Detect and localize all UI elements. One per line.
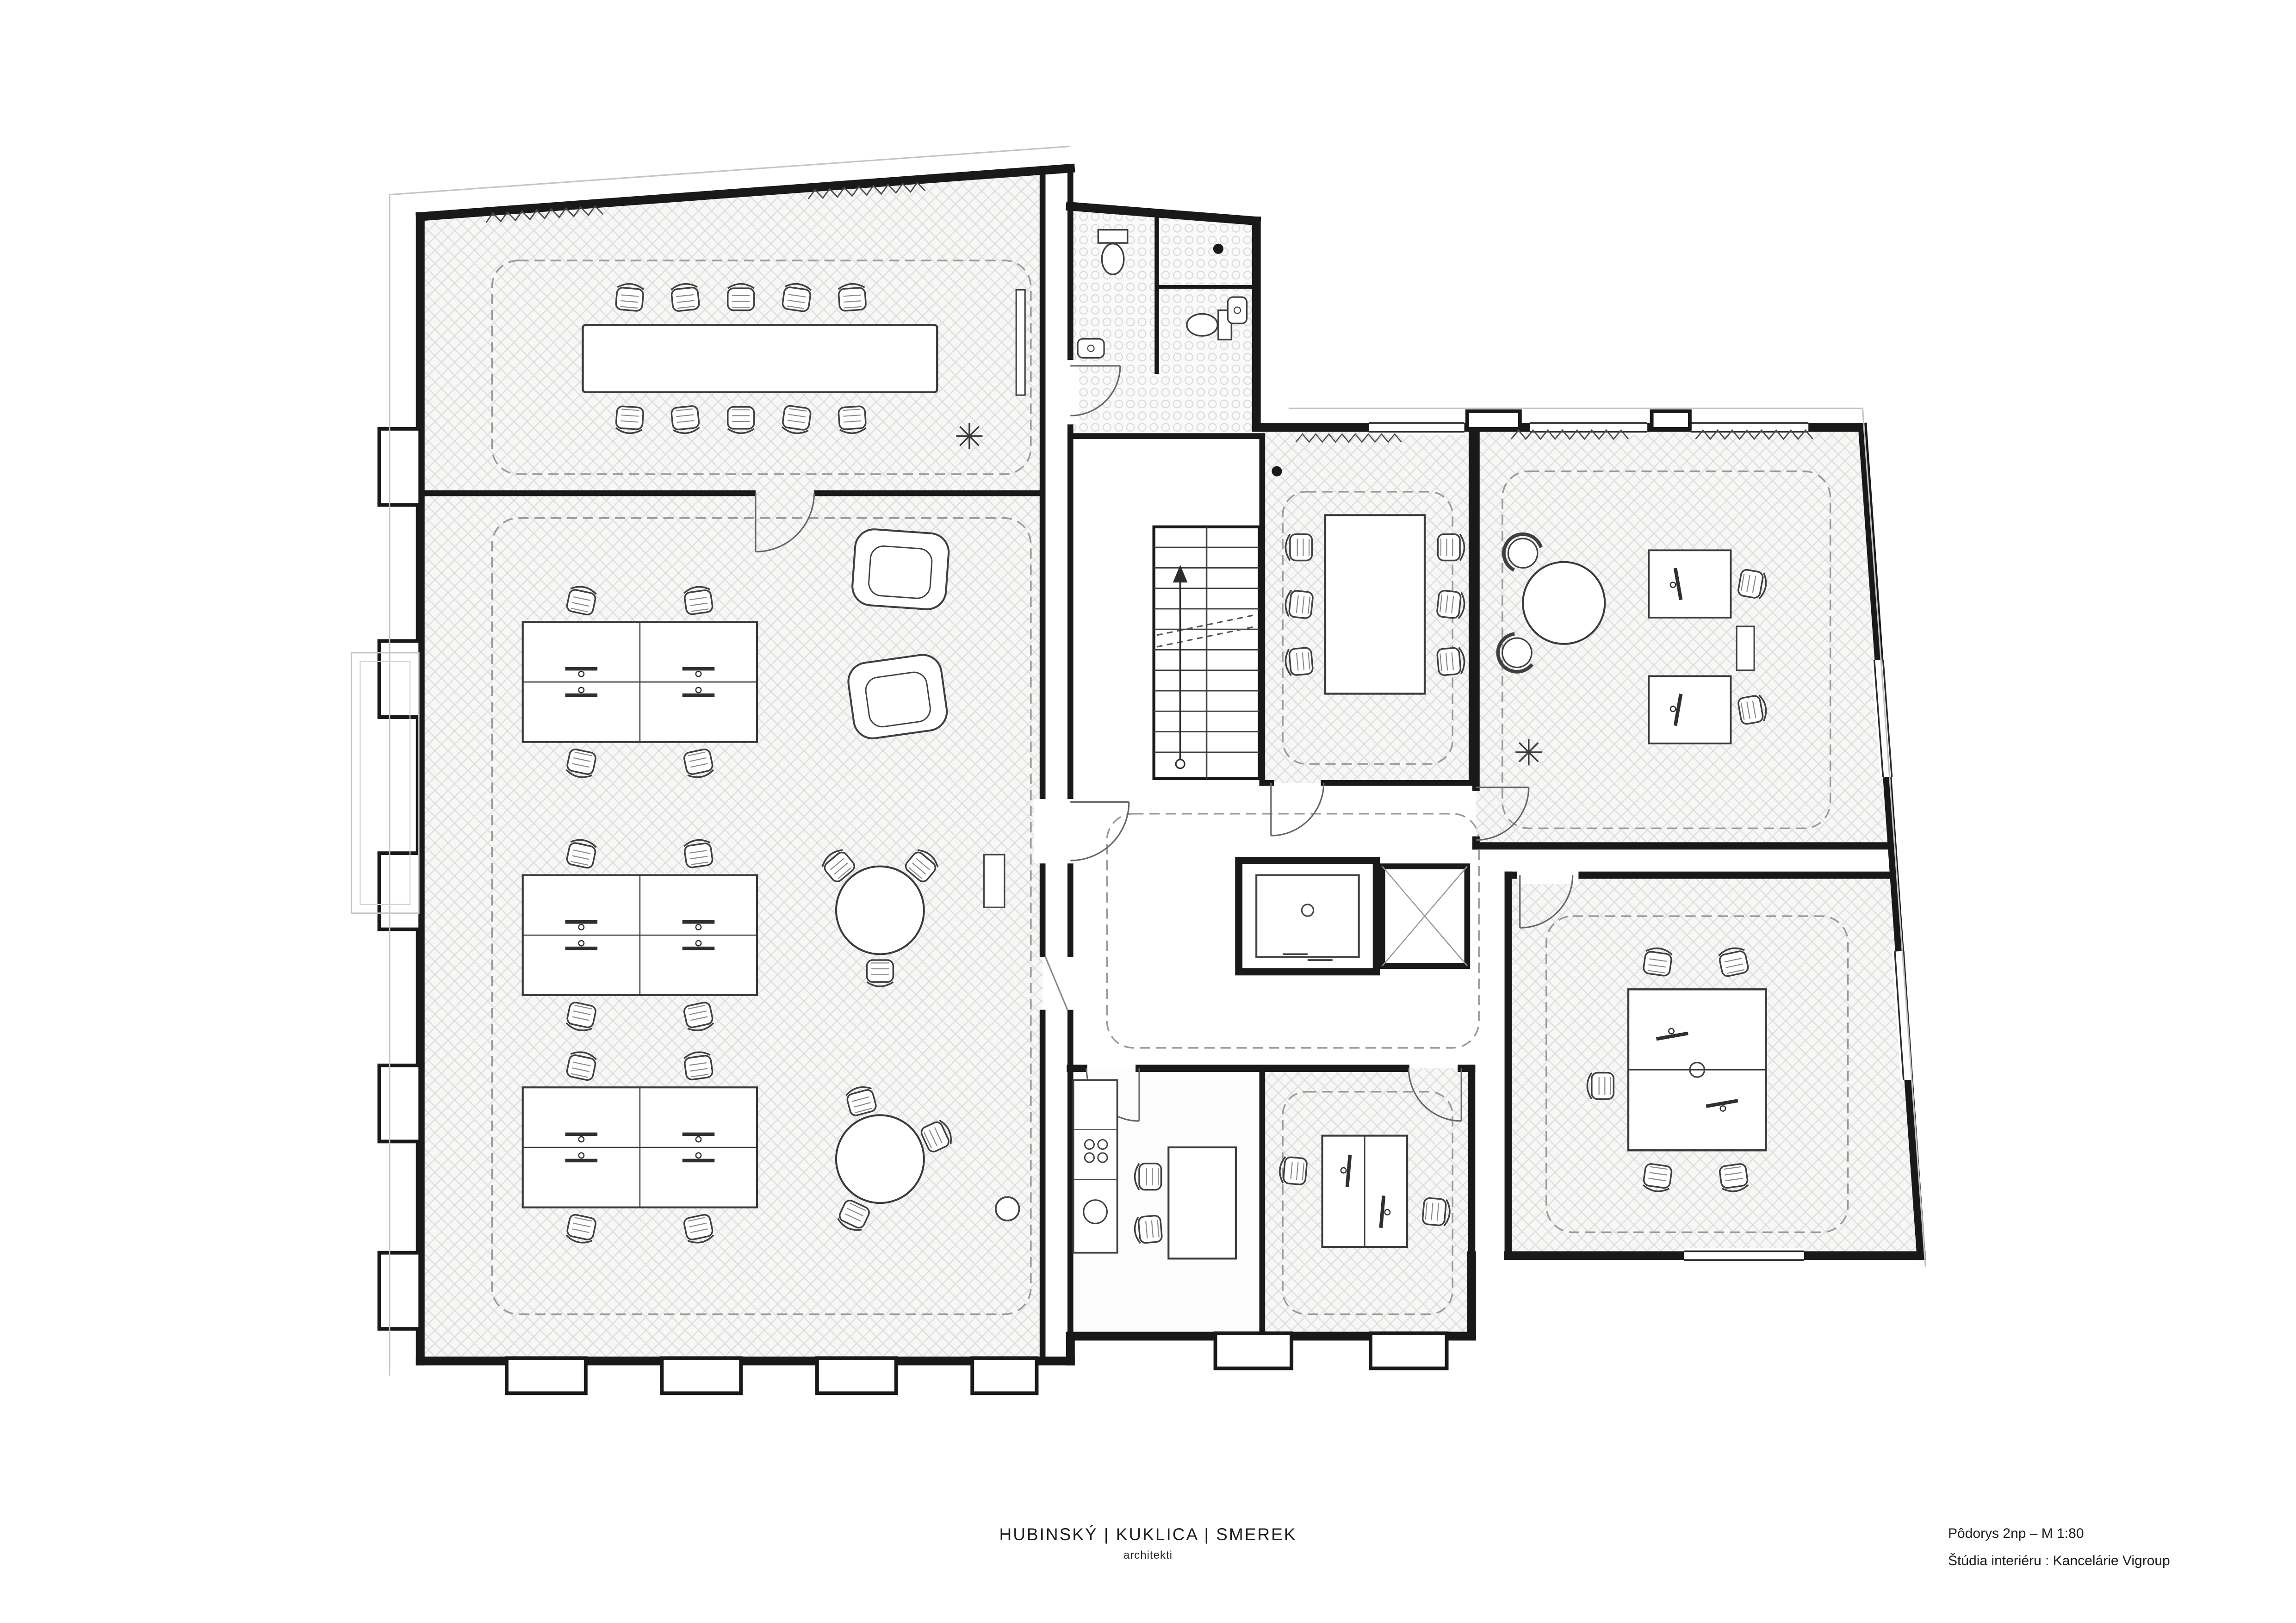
open-office-furniture [523,528,1020,1253]
pendant-light-icon [1689,1061,1706,1078]
door-toilets [1061,360,1121,425]
ceiling-symbol-icon [1514,738,1543,767]
desk [1648,549,1732,619]
door-meeting-room [1270,783,1325,836]
column [994,1196,1020,1222]
meeting-room-furniture [1283,433,1467,695]
architects-subtitle: architekti [1123,1549,1173,1561]
cabinet [983,854,1005,908]
desk [1648,675,1732,744]
armchair [846,652,949,741]
balcony-outline [350,652,420,914]
survey-outline [389,145,1071,1376]
drain-dot [1213,243,1223,254]
drawing-title: Pôdorys 2np – M 1:80 [1948,1526,2084,1541]
survey-outline [1288,407,1926,1268]
stair-direction-arrow [1173,564,1188,582]
zone-hall [1106,813,1480,1049]
annotations [350,145,1926,1376]
top-right-office-furniture [1491,429,1814,767]
cooktop-icon [1084,1139,1108,1163]
conference-table [582,324,938,393]
meeting-table [1324,514,1426,695]
windows [1369,420,1916,1263]
sink-icon [1083,1199,1108,1225]
architects-names: HUBINSKÝ | KUKLICA | SMEREK [999,1525,1297,1544]
door-top-right-office [1476,787,1530,841]
stairs [1152,525,1261,780]
door-open-office-hall [1034,799,1130,864]
small-office-furniture [1278,1134,1452,1248]
kitchen-furniture [1072,1079,1237,1260]
door-conference [755,493,815,553]
door-right-office [1517,866,1579,929]
ceiling-symbol-icon [955,422,984,450]
title-block-architects: HUBINSKÝ | KUKLICA | SMEREK architekti [0,1525,2296,1562]
whiteboard [1015,289,1026,396]
doors [755,360,1579,1122]
zone-meeting [1282,491,1453,765]
dining-table [1167,1146,1237,1260]
zone-conference [491,260,1032,475]
top-right-office-floor [1476,427,1892,846]
elevator [1235,857,1471,976]
interior-walls [417,165,1897,1364]
toilets [1077,229,1248,359]
reference-dot [1272,466,1282,477]
door-open-office-sliding [1045,957,1068,1010]
zone-right-office [1545,915,1849,1233]
zone-small-office [1282,1091,1453,1315]
zone-open-office [491,517,1032,1315]
sink-icon [1227,296,1248,324]
sink-icon [1077,338,1105,359]
elevator-car [1255,874,1360,958]
right-office-furniture [1586,945,1767,1194]
door-small-office [1408,1068,1462,1122]
wall-piers [377,409,1692,1395]
conference-room-furniture [484,181,1026,450]
round-table [1522,561,1606,645]
kitchen-counter [1072,1079,1118,1254]
cabinet [1736,626,1755,671]
armchair [851,528,950,610]
drawing-subtitle: Štúdia interiéru : Kancelárie Vigroup [1948,1553,2170,1568]
title-block-drawing: Pôdorys 2np – M 1:80 Štúdia interiéru : … [1948,1520,2170,1574]
